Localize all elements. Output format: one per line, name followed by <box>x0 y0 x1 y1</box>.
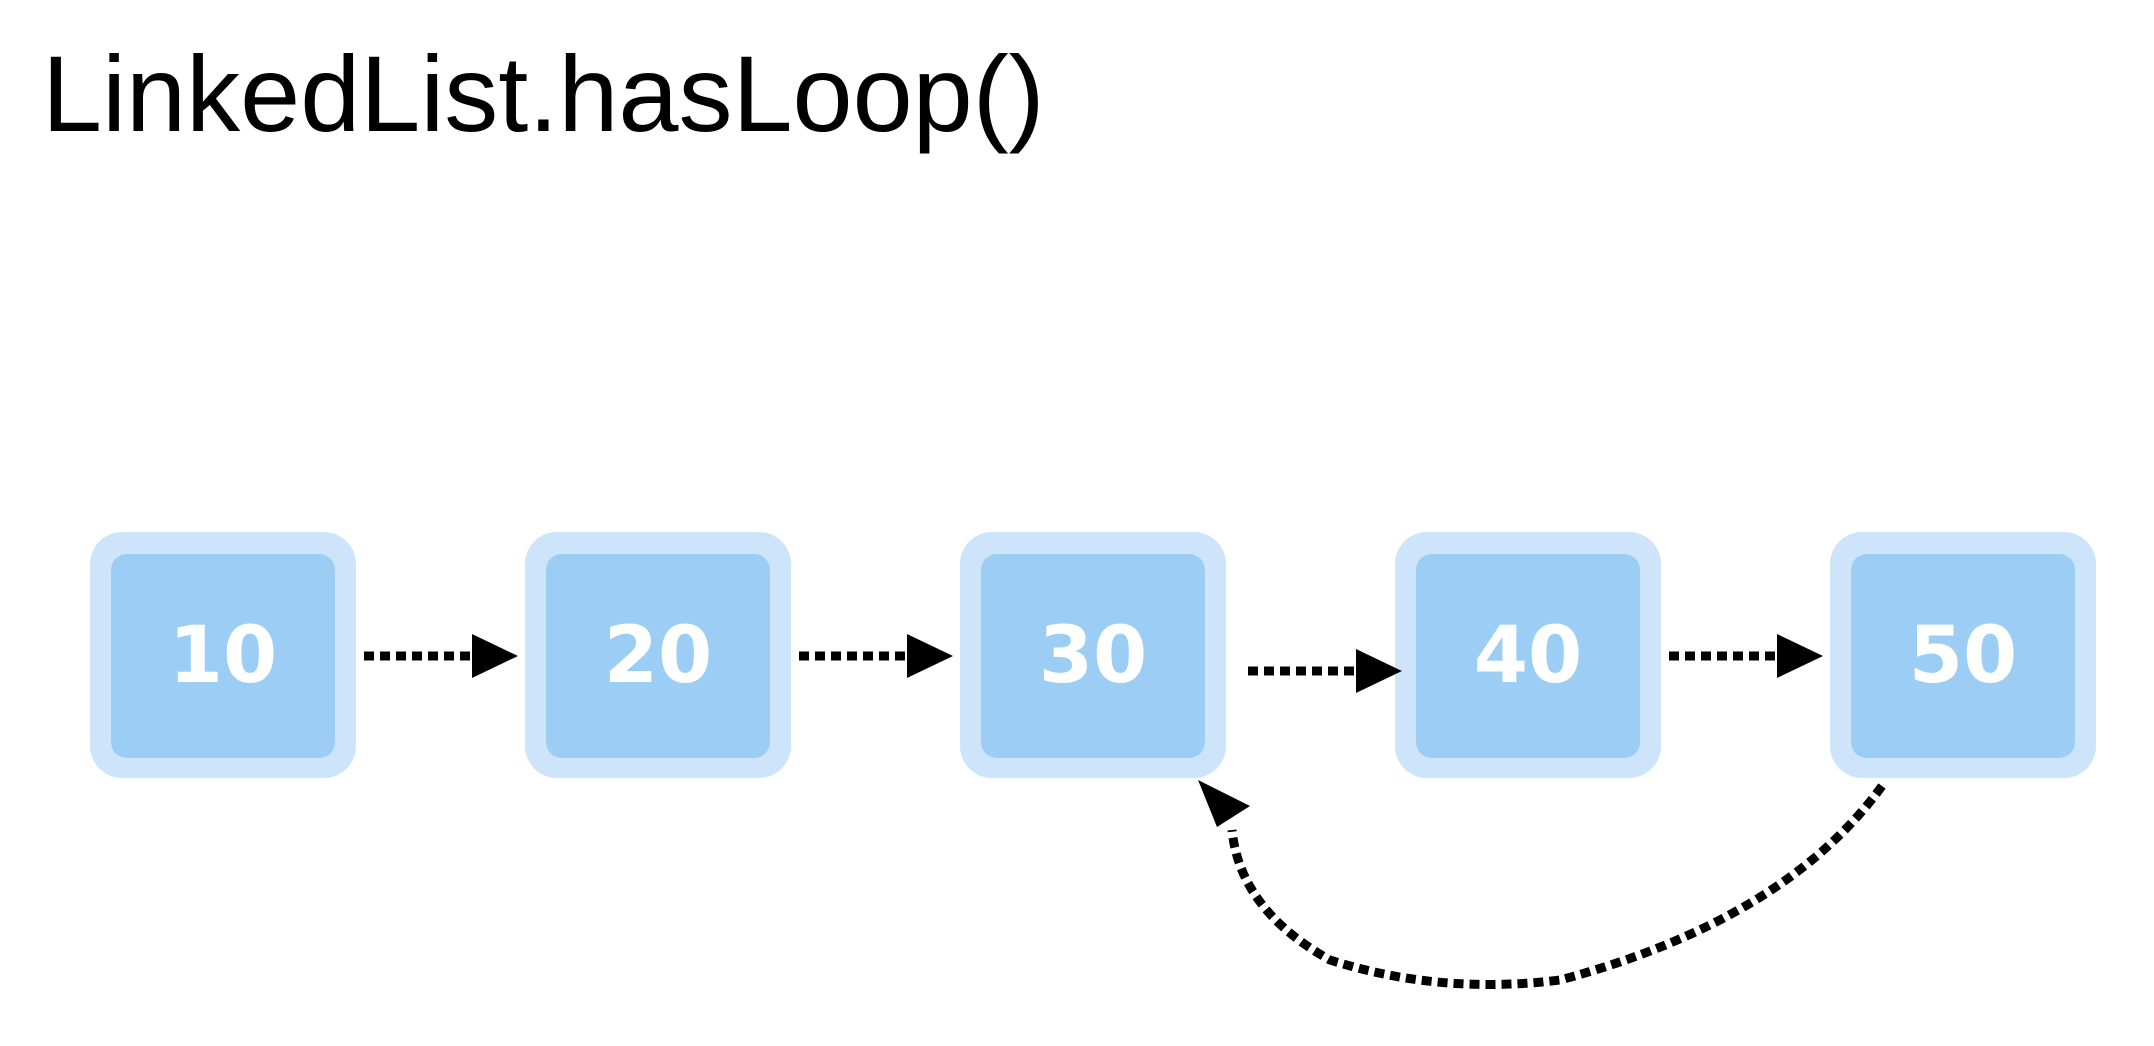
next-pointer-arrow <box>364 634 518 678</box>
node-value: 40 <box>1474 611 1583 701</box>
node-value: 10 <box>169 611 278 701</box>
node-value: 20 <box>604 611 713 701</box>
loop-back-arrow <box>1198 780 1886 989</box>
list-node: 30 <box>960 532 1226 778</box>
next-pointer-arrow <box>1669 634 1823 678</box>
next-pointer-arrow <box>799 634 953 678</box>
page-title: LinkedList.hasLoop() <box>42 33 1045 154</box>
list-node: 50 <box>1830 532 2096 778</box>
list-node: 40 <box>1395 532 1661 778</box>
node-value: 30 <box>1039 611 1148 701</box>
list-node: 20 <box>525 532 791 778</box>
list-node: 10 <box>90 532 356 778</box>
node-value: 50 <box>1909 611 2018 701</box>
next-pointer-arrow <box>1248 649 1402 693</box>
